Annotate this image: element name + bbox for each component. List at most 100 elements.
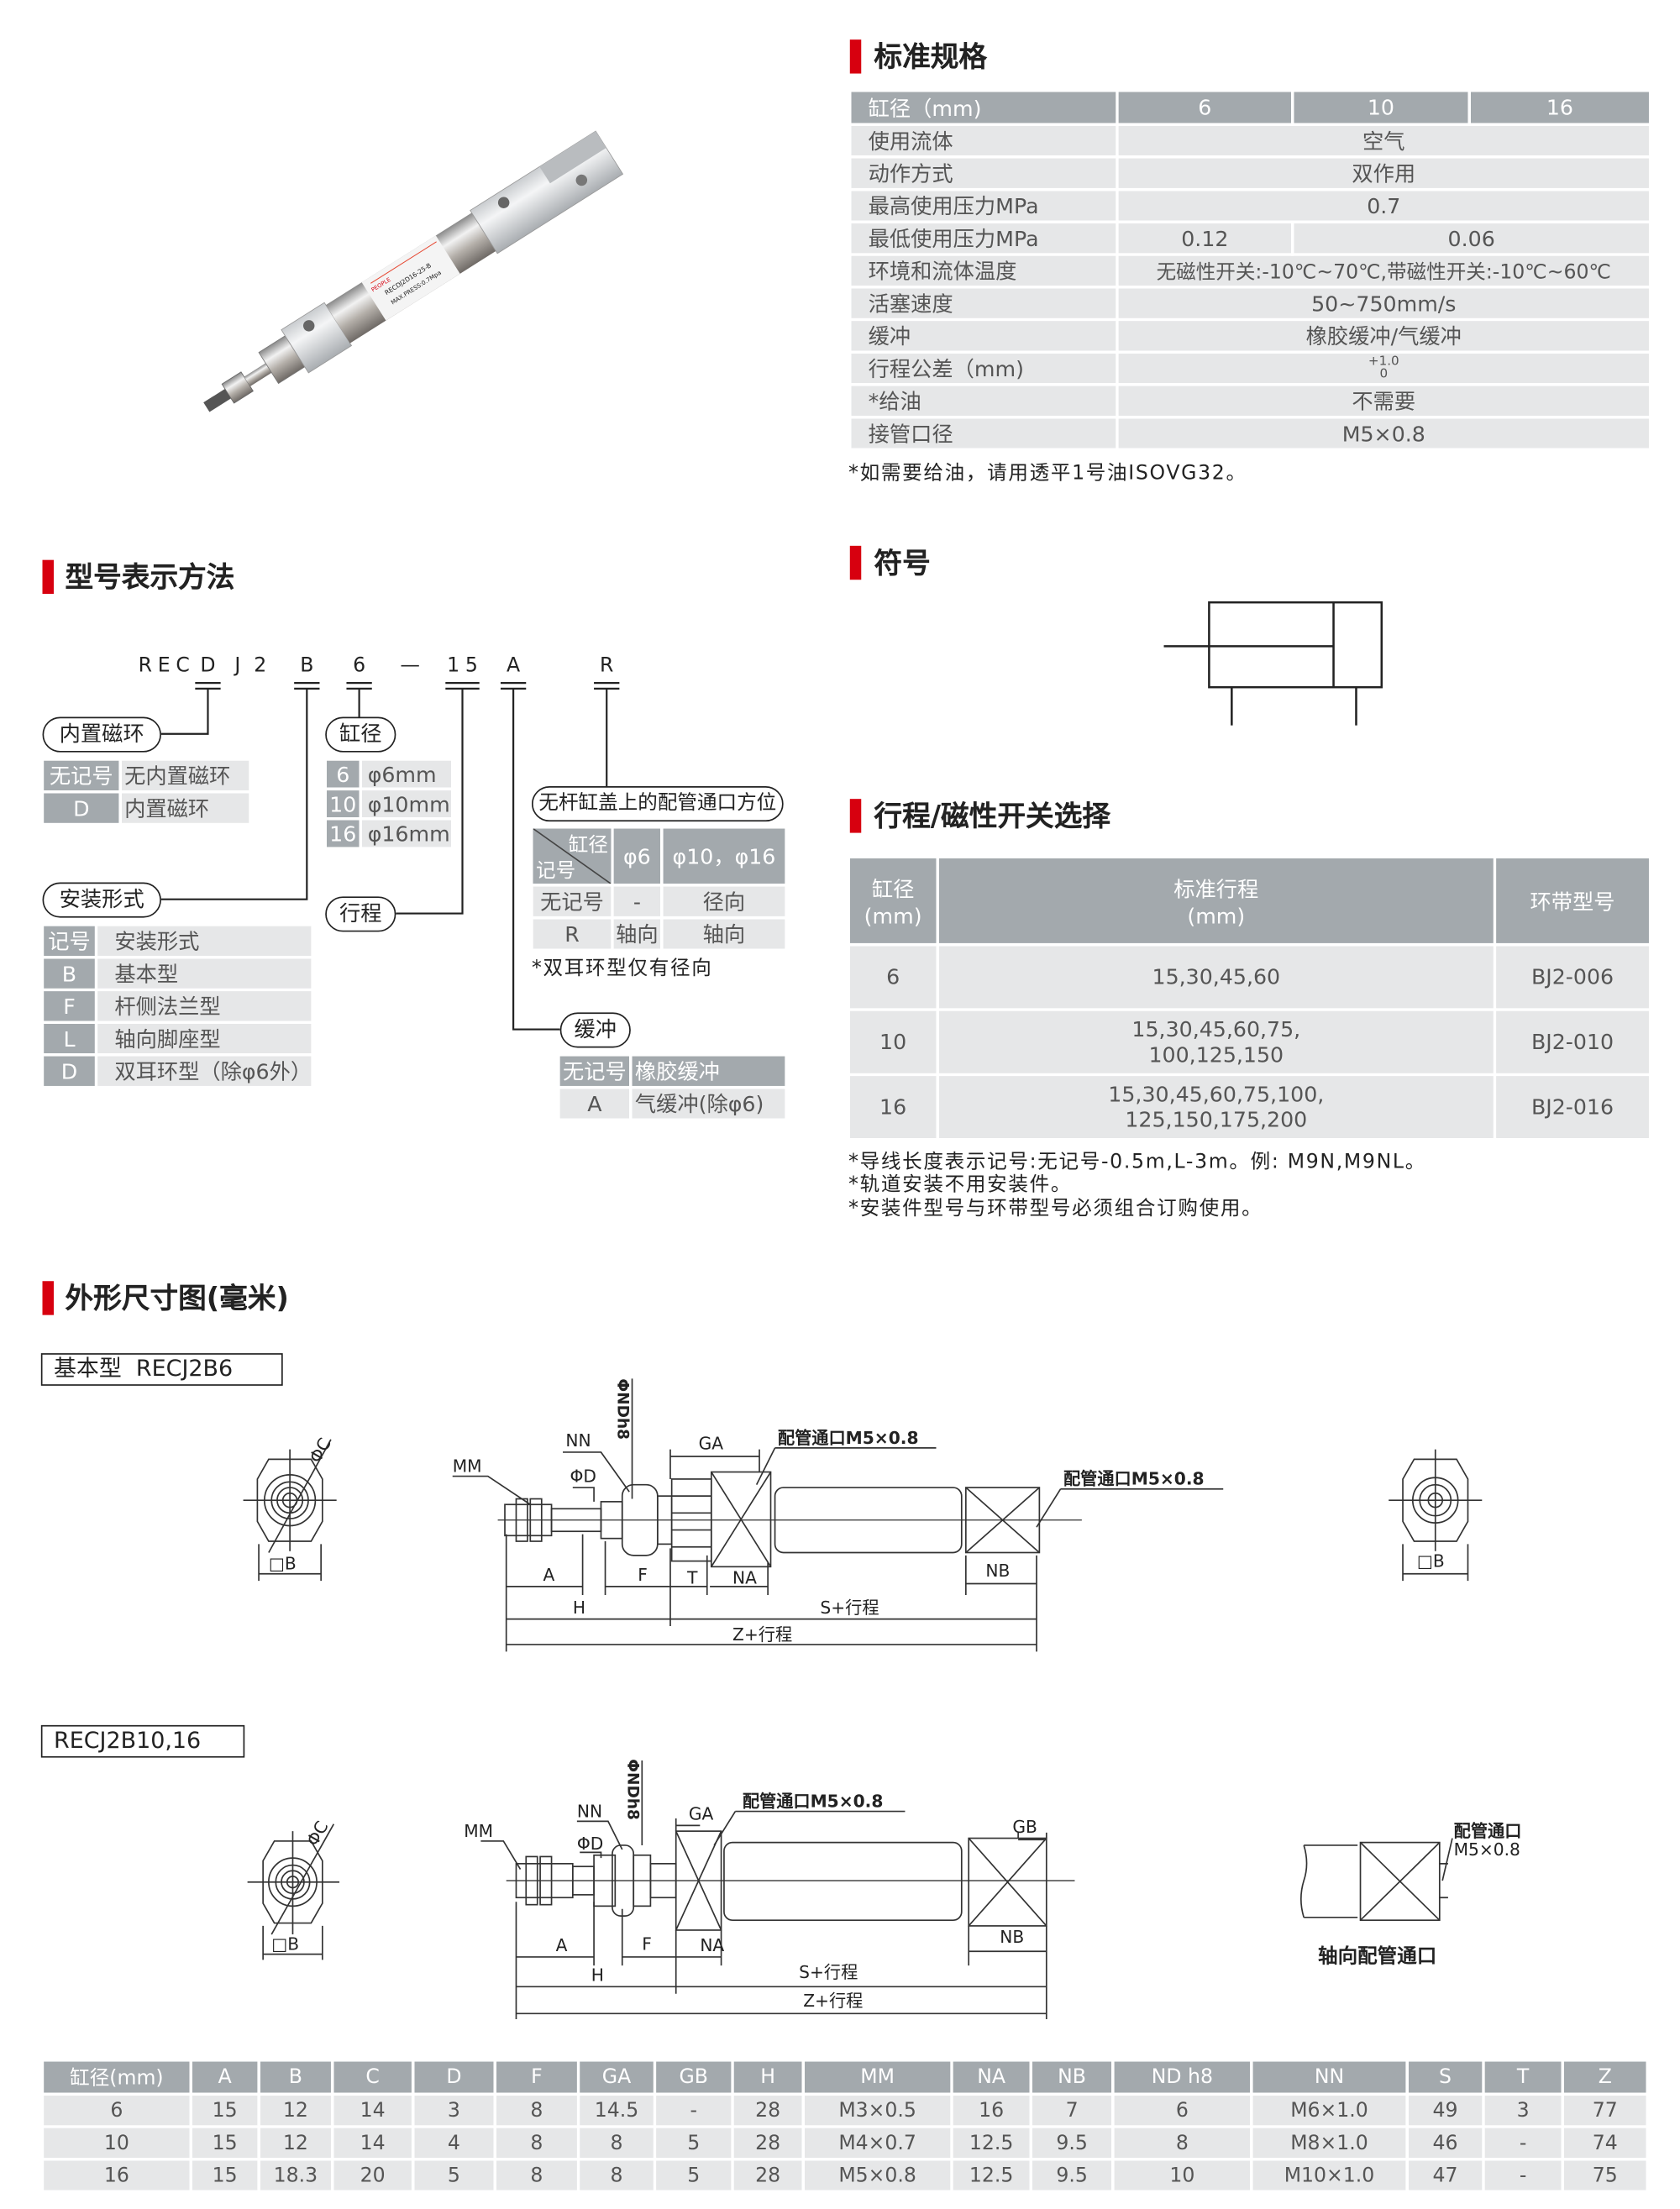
label-port1: 配管通口M5×0.8 [743, 1792, 884, 1812]
spec-row: 使用流体空气 [848, 123, 1652, 159]
port-col-6: φ6 [611, 826, 664, 887]
dims-header-cell: NN [1250, 2059, 1409, 2096]
mount-desc: 轴向脚座型 [94, 1021, 314, 1057]
cushion-pill: 缓冲 [559, 1012, 631, 1048]
cushion-desc: 气缓冲(除φ6) [629, 1085, 788, 1122]
stroke-title: 行程/磁性开关选择 [874, 799, 1111, 833]
dims-cell: 7 [1029, 2092, 1115, 2128]
dims-cell: 8 [493, 2158, 580, 2194]
stroke-line: 15,30,45,60,75, [1131, 1016, 1301, 1042]
port-note: *双耳环型仅有径向 [531, 957, 713, 980]
dims-cell: 16 [950, 2092, 1032, 2128]
dims-cell: 3 [411, 2092, 496, 2128]
stroke-line: 15,30,45,60 [1152, 964, 1281, 990]
cushion-code: 无记号 [557, 1053, 633, 1089]
dims-header-cell: GA [576, 2059, 657, 2096]
dims-cell: 14 [330, 2092, 415, 2128]
code-mount: B [300, 654, 320, 678]
spec-label: 最低使用压力MPa [848, 220, 1119, 256]
spec-label: 最高使用压力MPa [848, 187, 1119, 223]
dims-cell: 8 [493, 2125, 580, 2161]
model-title: 型号表示方法 [65, 559, 235, 595]
dims-cell: 8 [493, 2092, 580, 2128]
dims-cell: M8×1.0 [1250, 2125, 1409, 2161]
spec-label: 环境和流体温度 [848, 253, 1119, 289]
end-view-rear [1389, 1449, 1483, 1582]
pneumatic-symbol [1163, 601, 1383, 726]
port-code: R [530, 916, 614, 952]
product-pressure: MAX.PRESS:0.7Mpa [390, 269, 443, 307]
spec-value: 橡胶缓冲/气缓冲 [1116, 317, 1652, 354]
port-val: 径向 [660, 884, 788, 920]
spec-value: 50~750mm/s [1116, 286, 1652, 322]
bore-code: 6 [323, 758, 362, 791]
dims-cell: 8 [1111, 2125, 1253, 2161]
dims-header-cell: S [1405, 2059, 1485, 2096]
dims-cell: 12.5 [950, 2125, 1032, 2161]
label-h: H [573, 1598, 585, 1618]
code-magnet: D [200, 654, 222, 678]
dims-cell: 6 [1111, 2092, 1253, 2128]
spec-value: 0.06 [1291, 220, 1652, 256]
spec-label: 行程公差（mm) [848, 350, 1119, 386]
product-model: RECDJ2D16-25-B [383, 261, 433, 296]
bore-desc: φ10mm [359, 787, 454, 821]
dims-cell: 3 [1482, 2092, 1564, 2128]
mount-desc: 双耳环型（除φ6外） [94, 1053, 314, 1089]
label-z: Z+行程 [732, 1624, 792, 1645]
mount-desc: 基本型 [94, 956, 314, 992]
label-port2: 配管通口M5×0.8 [1063, 1469, 1205, 1489]
dims-header-cell: A [189, 2059, 260, 2096]
label-na: NA [700, 1935, 724, 1955]
dims-cell: - [653, 2092, 734, 2128]
stroke-band: BJ2-006 [1493, 942, 1652, 1011]
label-sqb: □B [271, 1934, 299, 1955]
dims-cell: M6×1.0 [1250, 2092, 1409, 2128]
port-val: 轴向 [611, 916, 664, 952]
end-view-front [243, 1439, 337, 1582]
dims-cell: 6 [40, 2092, 192, 2128]
stroke-values: 15,30,45,60,75,100,125,150 [936, 1008, 1497, 1077]
dims-cell: 5 [653, 2158, 734, 2194]
dims-cell: 15 [189, 2158, 260, 2194]
header-line: 缸径 [871, 875, 915, 902]
dims-cell: 14 [330, 2125, 415, 2161]
spec-header-10: 10 [1291, 89, 1471, 126]
code-dash: — [400, 654, 426, 678]
stroke-band: BJ2-010 [1493, 1008, 1652, 1077]
code-cushion: A [507, 654, 526, 678]
end-view-front [247, 1823, 340, 1960]
label-nn: NN [577, 1801, 602, 1821]
port-val: - [611, 884, 664, 920]
label-ndh8: ΦNDh8 [614, 1378, 632, 1440]
spec-value: 0.12 [1116, 220, 1294, 256]
code-2: 2 [254, 654, 273, 678]
label-h: H [591, 1965, 604, 1986]
code-bore: 6 [353, 654, 371, 678]
label-s: S+行程 [820, 1598, 879, 1618]
spec-label: 动作方式 [848, 155, 1119, 192]
code-port: R [600, 654, 620, 678]
spec-header-row: 缸径（mm) 6 10 16 [848, 89, 1652, 126]
label-ga: GA [699, 1434, 724, 1454]
dims-cell: 8 [576, 2125, 657, 2161]
label-f: F [638, 1565, 648, 1585]
dims-header-cell: ND h8 [1111, 2059, 1253, 2096]
label-axial-port-2: M5×0.8 [1454, 1839, 1520, 1860]
dims-cell: - [1482, 2125, 1564, 2161]
